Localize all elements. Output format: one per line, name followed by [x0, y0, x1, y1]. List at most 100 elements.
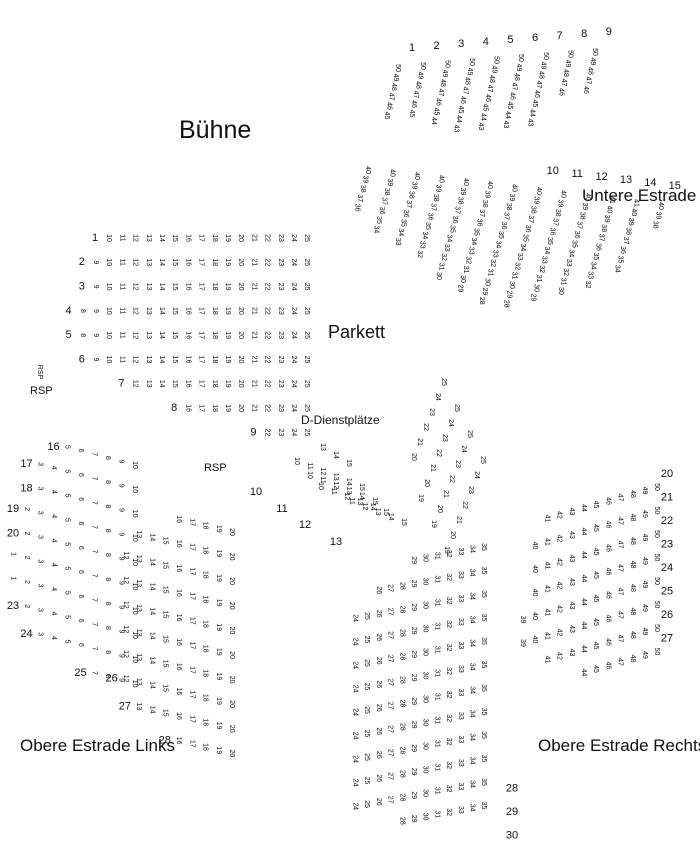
seat-number: 48 [629, 490, 636, 498]
seat-number: 31 [433, 622, 440, 630]
seat-number: 39 [581, 203, 588, 211]
row-label: 11 [571, 168, 582, 180]
seat-number: 37 [622, 237, 629, 245]
seat-number: 12 [132, 283, 139, 291]
seat-number: 37 [454, 206, 461, 214]
seat-number: 15 [358, 483, 365, 491]
seat-number: 26 [375, 704, 382, 712]
seat-number: 21 [455, 516, 462, 524]
seat-number: 31 [437, 263, 444, 271]
seat-number: 25 [303, 258, 310, 266]
seat-number: 35 [480, 684, 487, 692]
seat-number: 11 [118, 283, 125, 290]
seat-number: 31 [559, 278, 566, 286]
seat-number: 25 [303, 404, 310, 412]
seat-number: 34 [468, 780, 475, 788]
seat-number: 24 [290, 429, 297, 437]
seat-number: 33 [457, 548, 464, 556]
seat-number: 20 [436, 505, 443, 513]
row-label: 20 [661, 468, 673, 480]
seat-number: 39 [627, 218, 634, 226]
seat-number: 20 [228, 553, 235, 561]
seat-number: 27 [387, 772, 394, 780]
seat-number: 40 [559, 190, 566, 198]
row-label: 10 [250, 486, 262, 498]
seat-number: 29 [410, 627, 417, 635]
seat-number: 3 [37, 535, 44, 539]
seat-number: 29 [410, 580, 417, 588]
seat-number: 50 [653, 624, 660, 632]
seat-number: 47 [412, 91, 419, 99]
seat-number: 12 [132, 307, 139, 315]
seat-number: 17 [188, 543, 195, 551]
seat-number: 28 [398, 582, 405, 590]
seat-number: 15 [171, 380, 178, 388]
seat-number: 8 [104, 675, 111, 679]
seat-number: 4 [50, 466, 57, 470]
seat-number: 24 [290, 258, 297, 266]
seat-number: 12 [122, 601, 129, 609]
seat-number: 16 [175, 712, 182, 720]
seat-number: 48 [629, 655, 636, 663]
seat-number: 31 [433, 552, 440, 560]
seat-number: 28 [398, 747, 405, 755]
seat-number: 46 [604, 497, 611, 505]
seat-number: 23 [428, 408, 435, 416]
seat-number: 25 [303, 356, 310, 364]
seat-number: 19 [224, 258, 231, 266]
seat-number: 27 [387, 584, 394, 592]
seat-number: 38 [456, 197, 463, 205]
seat-number: 30 [422, 813, 429, 821]
seat-number: 10 [105, 356, 112, 364]
seat-number: 24 [351, 638, 358, 646]
seat-number: 37 [405, 200, 412, 208]
seat-number: 38 [481, 200, 488, 208]
seat-number: 7 [91, 574, 98, 578]
seat-number: 3 [37, 486, 44, 490]
seat-number: 44 [479, 113, 486, 121]
seat-number: 8 [104, 650, 111, 654]
seat-number: 43 [568, 625, 575, 633]
seat-number: 20 [228, 676, 235, 684]
seat-number: 10 [131, 461, 138, 469]
seat-number: 30 [422, 601, 429, 609]
seat-number: 35 [480, 755, 487, 763]
seat-number: 17 [198, 404, 205, 412]
seat-number: 47 [486, 85, 493, 93]
row-label: 17 [20, 458, 32, 470]
seat-number: 27 [387, 749, 394, 757]
row-label: 24 [661, 562, 673, 574]
seat-number: 26 [375, 633, 382, 641]
seat-number: 48 [439, 79, 446, 87]
seat-number: 43 [568, 508, 575, 516]
seat-number: 20 [228, 750, 235, 758]
row-label: 13 [330, 536, 342, 548]
seat-number: 40 [437, 175, 444, 183]
seat-number: 17 [188, 617, 195, 625]
seat-number: 6 [77, 473, 84, 477]
seat-number: 27 [387, 631, 394, 639]
seat-number: 20 [237, 234, 244, 242]
seat-number: 32 [445, 714, 452, 722]
seat-number: 16 [175, 614, 182, 622]
seat-number: 3 [37, 632, 44, 636]
seat-number: 17 [188, 642, 195, 650]
seat-number: 15 [371, 497, 378, 505]
seat-number: 25 [303, 234, 310, 242]
seat-number: 24 [290, 307, 297, 315]
seat-number: 12 [332, 482, 339, 490]
seat-number: 30 [508, 281, 515, 289]
seat-number: 23 [277, 404, 284, 412]
row-label: 7 [118, 378, 124, 390]
seat-number: 50 [653, 601, 660, 609]
seat-number: 10 [105, 331, 112, 339]
seat-number: 34 [543, 247, 550, 255]
row-label: 11 [276, 503, 287, 515]
seat-number: 15 [162, 586, 169, 594]
seat-number: 44 [504, 111, 511, 119]
seat-number: 46 [604, 521, 611, 529]
seat-number: 18 [202, 719, 209, 727]
seat-number: 4 [50, 490, 57, 494]
seat-number: 30 [422, 578, 429, 586]
seat-number: 21 [250, 404, 257, 412]
